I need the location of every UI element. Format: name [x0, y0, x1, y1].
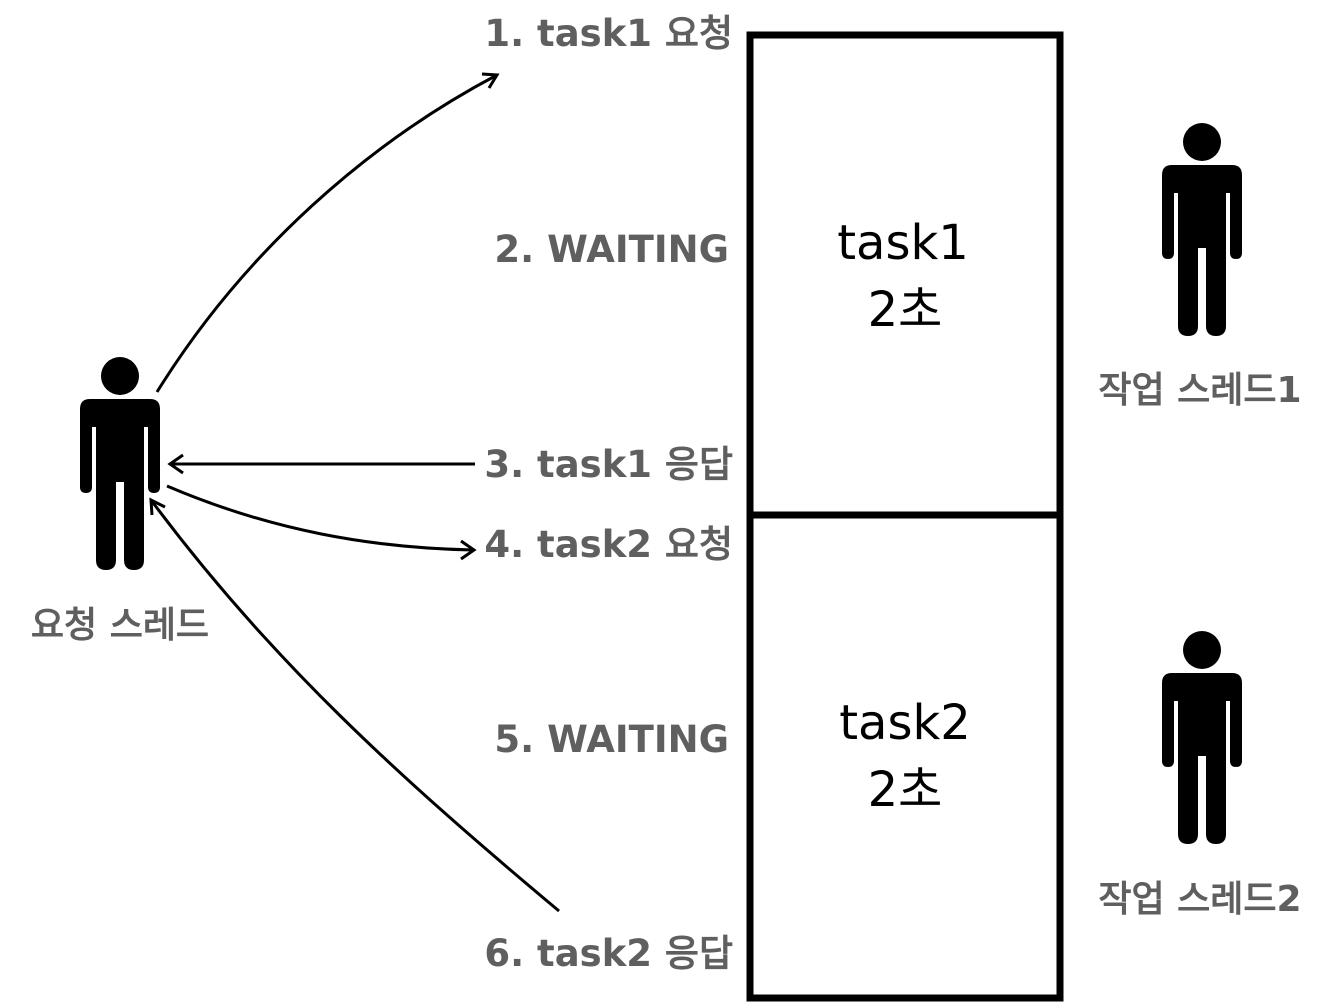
request-thread-label: 요청 스레드	[31, 605, 209, 646]
worker-thread-2-label: 작업 스레드2	[1098, 879, 1301, 920]
arrow-task1-response	[167, 453, 475, 475]
step-3-label: 3. task1 응답	[484, 443, 733, 486]
arrow-task2-request	[166, 484, 477, 561]
worker-thread-1-person-icon	[1162, 123, 1242, 336]
task-box-2	[746, 511, 1064, 1002]
worker-thread-1-label: 작업 스레드1	[1098, 370, 1301, 411]
request-thread-person-icon	[80, 357, 160, 570]
step-2-label: 2. WAITING	[494, 228, 729, 271]
task2-name: task2	[839, 695, 971, 751]
worker-thread-2-person-icon	[1162, 631, 1242, 844]
arrow-task1-request	[155, 72, 500, 393]
step-6-label: 6. task2 응답	[484, 932, 733, 975]
task1-name: task1	[837, 215, 969, 271]
step-4-label: 4. task2 요청	[484, 523, 733, 566]
step-5-label: 5. WAITING	[494, 718, 729, 761]
task-box-1	[746, 31, 1064, 519]
task2-duration: 2초	[868, 762, 943, 818]
step-1-label: 1. task1 요청	[484, 12, 733, 55]
arrow-task2-response	[149, 497, 560, 913]
task1-duration: 2초	[868, 282, 943, 338]
